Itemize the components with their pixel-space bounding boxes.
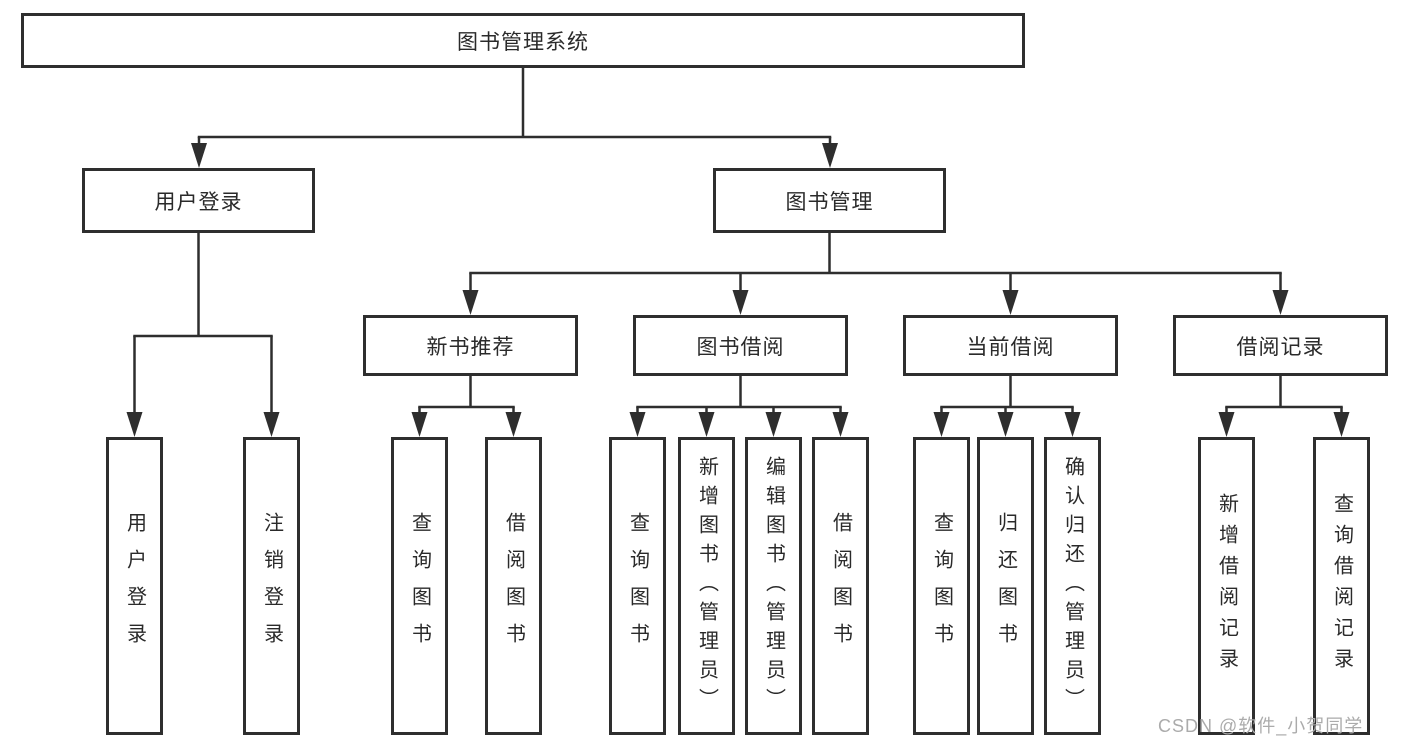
node-book-management: 图书管理 [713,168,946,233]
leaf-query-book-borrow: 查询图书 [609,437,666,735]
connector-user-login-to-leaves [126,233,280,437]
csdn-watermark: CSDN @软件_小贺同学 [1158,716,1364,736]
node-user-login: 用户登录 [82,168,315,233]
connector-book-management-to-level3 [462,233,1289,315]
leaf-return-book: 归还图书 [977,437,1034,735]
connector-book-borrow-to-leaves [629,376,849,437]
connector-current-borrow-to-leaves [933,376,1081,437]
node-borrow-record: 借阅记录 [1173,315,1388,376]
leaf-add-borrow-record: 新增借阅记录 [1198,437,1255,735]
leaf-add-book-admin: 新增图书（管理员） [678,437,735,735]
connector-new-book-recommend-to-leaves [411,376,522,437]
leaf-borrow-book-recommend: 借阅图书 [485,437,542,735]
node-book-borrow: 图书借阅 [633,315,848,376]
node-root-system: 图书管理系统 [21,13,1025,68]
leaf-edit-book-admin: 编辑图书（管理员） [745,437,802,735]
leaf-user-login: 用户登录 [106,437,163,735]
leaf-borrow-book: 借阅图书 [812,437,869,735]
leaf-query-book-recommend: 查询图书 [391,437,448,735]
node-new-book-recommend: 新书推荐 [363,315,578,376]
leaf-logout: 注销登录 [243,437,300,735]
node-current-borrow: 当前借阅 [903,315,1118,376]
leaf-query-book-current: 查询图书 [913,437,970,735]
leaf-query-borrow-record: 查询借阅记录 [1313,437,1370,735]
leaf-confirm-return-admin: 确认归还（管理员） [1044,437,1101,735]
connector-root-to-level2 [191,68,838,168]
connector-borrow-record-to-leaves [1218,376,1350,437]
